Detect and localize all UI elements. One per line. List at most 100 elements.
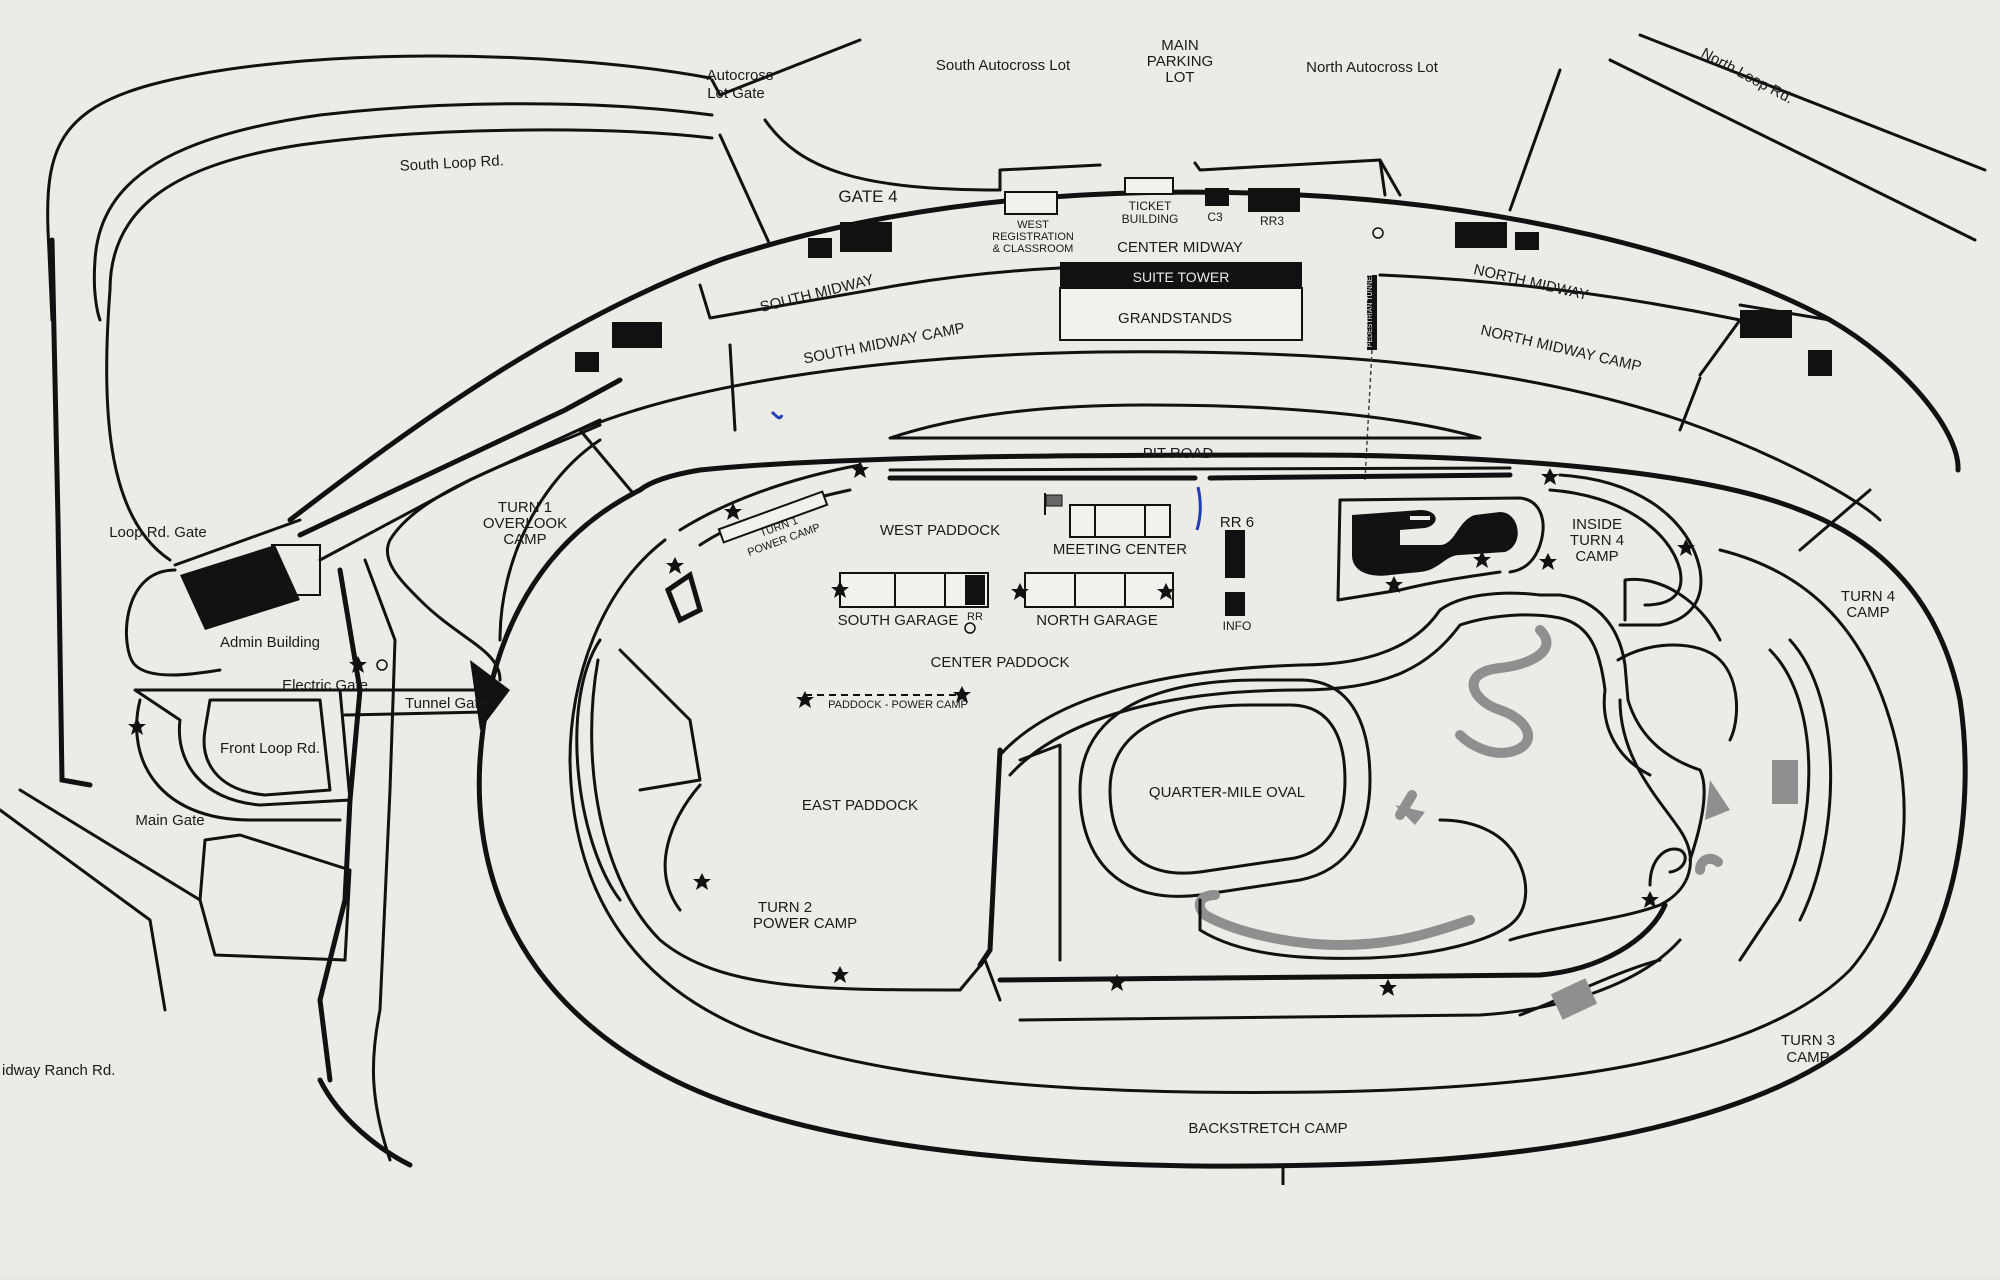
north-midway-building-2: [1515, 232, 1539, 250]
label-west-paddock: WEST PADDOCK: [880, 522, 1000, 539]
light-tower-icon: [796, 691, 814, 708]
light-tower-icon: [1385, 576, 1403, 593]
pedestrian-tunnel: [1367, 275, 1377, 350]
tunnel-road-lower: [343, 710, 487, 717]
label-turn1-overlook-2: OVERLOOK: [483, 515, 567, 532]
south-midway-strip: [698, 266, 1062, 320]
main-gate-island: [198, 833, 352, 962]
label-north-autocross-lot: North Autocross Lot: [1306, 59, 1439, 76]
light-tower-icon: [1473, 551, 1491, 568]
grey-chicane-north: [1455, 625, 1552, 758]
quarter-mile-oval-inner: [1108, 703, 1347, 875]
label-south-garage: SOUTH GARAGE: [838, 612, 959, 629]
blue-annotation-pit: [1195, 486, 1202, 531]
south-garage-restroom: [965, 575, 985, 605]
gate4-road-right: [763, 118, 1002, 192]
track-outer-wall: [476, 487, 1968, 1169]
restroom-icon: [376, 659, 388, 671]
grey-wedge-2: [1705, 780, 1730, 820]
label-west-registration-2: REGISTRATION: [992, 231, 1074, 243]
midway-ranch-road-2: [18, 788, 202, 902]
light-tower-icon: [953, 686, 971, 703]
west-boundary: [49, 237, 93, 788]
admin-building-annex: [271, 544, 321, 596]
light-tower-icon: [831, 581, 849, 598]
east-paddock-west-edge: [663, 783, 702, 912]
flag-icon: [1044, 493, 1063, 515]
south-autocross-lot-edge: [998, 163, 1102, 192]
label-turn1-overlook-3: CAMP: [503, 531, 546, 548]
backstretch-inner-road: [997, 902, 1668, 983]
north-midway-camp-east: [1678, 376, 1702, 432]
label-grandstands: GRANDSTANDS: [1118, 310, 1232, 327]
label-main-parking-lot-1: MAIN: [1161, 37, 1199, 54]
restroom-icons: [376, 227, 1384, 671]
label-south-autocross-lot: South Autocross Lot: [936, 57, 1071, 74]
north-loop-road-edge-2: [1608, 58, 1977, 242]
midway-band: [180, 177, 1961, 630]
label-gate-4: GATE 4: [838, 187, 897, 206]
south-loop-road-inner: [92, 102, 714, 322]
southwest-boundary: [317, 1077, 413, 1168]
light-towers: [128, 461, 1695, 996]
midway-building-2: [840, 222, 892, 252]
midway-building-3: [575, 352, 599, 372]
road-course-top: [1338, 496, 1545, 574]
label-pit-road: PIT ROAD: [1143, 445, 1214, 462]
restroom-icon: [964, 622, 976, 634]
label-c3: C3: [1207, 210, 1223, 224]
light-tower-icon: [1157, 583, 1175, 600]
east-paddock-east-edge-2: [1018, 743, 1062, 962]
grey-backstretch-segment: [1200, 910, 1475, 951]
label-turn4-camp-2: CAMP: [1846, 604, 1889, 621]
front-loop-road-west: [125, 568, 222, 677]
meeting-center: [1069, 504, 1171, 538]
front-loop-road-inner-block: [202, 698, 332, 797]
rr3-building: [1248, 188, 1300, 212]
label-turn3-camp-2: CAMP: [1786, 1049, 1829, 1066]
autocross-lot-gate-road: [710, 38, 862, 97]
midway-inner-curve: [578, 350, 1882, 522]
label-autocross-lot-gate-1: Autocross: [707, 67, 774, 84]
light-tower-icon: [1379, 979, 1397, 996]
label-pedestrian-tunnel: PEDESTRIAN TUNNEL: [1367, 273, 1374, 348]
road-course-outer-north: [998, 591, 1630, 757]
karting-track: [1352, 510, 1518, 576]
pit-road-island: [888, 403, 1482, 440]
light-tower-icon: [349, 656, 367, 673]
light-tower-icon: [693, 873, 711, 890]
suite-tower: [1060, 262, 1302, 288]
south-midway-to-track: [578, 428, 634, 494]
label-main-parking-lot-2: PARKING: [1147, 53, 1213, 70]
north-loop-road-edge-1: [1638, 33, 1987, 172]
light-tower-icon: [1541, 468, 1559, 485]
label-info: INFO: [1223, 619, 1252, 633]
label-backstretch-camp: BACKSTRETCH CAMP: [1188, 1120, 1347, 1137]
inside-turn4-camp-road: [1558, 473, 1703, 627]
label-admin-building: Admin Building: [220, 634, 320, 651]
label-inside-turn4-3: CAMP: [1575, 548, 1618, 565]
light-tower-icon: [724, 503, 742, 520]
road-course-east-3: [1623, 577, 1722, 642]
north-midway-building-1: [1455, 222, 1507, 248]
grandstands: [1059, 287, 1303, 341]
light-tower-icon: [1011, 583, 1029, 600]
north-lots: [710, 38, 1562, 247]
turn3-grey-patch: [1550, 978, 1598, 1020]
label-north-garage: NORTH GARAGE: [1036, 612, 1157, 629]
gate4-road-left: [718, 133, 772, 247]
light-tower-icon: [831, 966, 849, 983]
turn3-ramp: [1518, 958, 1662, 1017]
label-midway-ranch-rd: idway Ranch Rd.: [2, 1062, 115, 1079]
outer-roads: [0, 33, 1987, 1168]
grey-wedge-1: [1395, 805, 1425, 825]
turn4-grey-patch: [1772, 760, 1798, 804]
road-course-east-1: [1626, 698, 1706, 862]
turn2-apron: [590, 658, 962, 992]
label-main-parking-lot-3: LOT: [1165, 69, 1194, 86]
west-registration-building: [1004, 191, 1058, 215]
road-course-left: [1336, 498, 1502, 602]
